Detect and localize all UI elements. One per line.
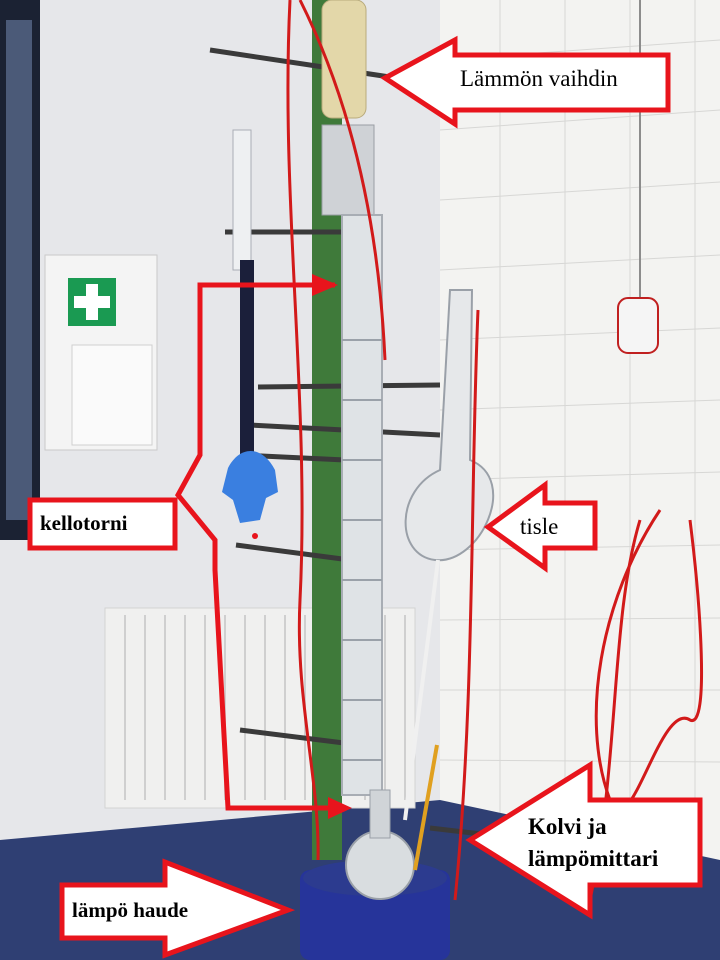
window-glass bbox=[6, 20, 32, 520]
column-rings bbox=[342, 339, 382, 761]
heat-exchanger-label: Lämmön vaihdin bbox=[460, 66, 618, 91]
distillate-label: tisle bbox=[520, 514, 559, 539]
bell-tower-label: kellotorni bbox=[40, 511, 128, 535]
distillate-arrow bbox=[483, 480, 598, 573]
bell-tower-bracket bbox=[174, 282, 338, 811]
heat-exchanger bbox=[321, 0, 367, 119]
heating-bath-label: lämpö haude bbox=[72, 898, 189, 922]
heating-bath-arrow bbox=[59, 858, 296, 959]
blue-glove bbox=[222, 450, 278, 523]
flask-thermometer-label-line1: Kolvi ja bbox=[528, 814, 607, 839]
first-aid-cross-h bbox=[74, 296, 110, 308]
hanging-socket bbox=[617, 297, 659, 354]
distillation-column bbox=[341, 214, 383, 796]
round-bottom-flask bbox=[345, 830, 415, 900]
red-marker-dot bbox=[252, 533, 258, 539]
wall-tiles bbox=[439, 0, 720, 860]
burette-dark-tube bbox=[240, 260, 254, 460]
flask-thermometer-label-line2: lämpömittari bbox=[528, 846, 659, 871]
distillate-receiver-flask bbox=[404, 289, 495, 562]
burette bbox=[232, 129, 252, 271]
glass-rod bbox=[403, 559, 440, 821]
red-tubing bbox=[286, 0, 704, 901]
tiled-wall bbox=[440, 0, 720, 860]
flask-thermometer-arrow bbox=[465, 760, 703, 920]
flask-neck bbox=[369, 789, 391, 839]
bracket-arrowhead-bottom bbox=[328, 797, 352, 819]
heat-exchanger-arrow bbox=[380, 35, 671, 129]
bell-tower-label-box bbox=[27, 497, 178, 551]
thermometer bbox=[413, 744, 439, 871]
bracket-arrowhead-top bbox=[312, 274, 338, 296]
notice-paper bbox=[71, 344, 153, 446]
